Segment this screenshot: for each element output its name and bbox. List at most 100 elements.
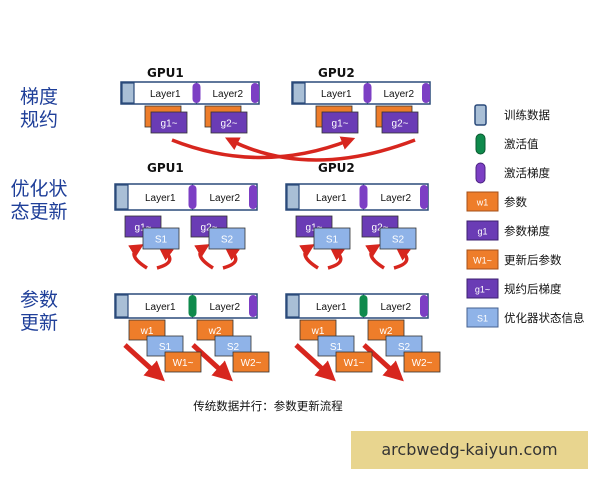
optimizer-state-text: S2: [227, 342, 240, 353]
allreduce-arrow-g2: [224, 137, 416, 162]
param-text: w1: [140, 326, 154, 337]
reduced-grad-text: g2~: [392, 119, 409, 130]
layer1-label: Layer1: [321, 89, 352, 100]
layer2-label: Layer2: [212, 89, 243, 100]
reduced-grad-block: [210, 111, 248, 134]
updated-param-text: W1~: [344, 358, 365, 369]
activation-grad-icon: [251, 83, 259, 103]
stage-label-optimizer-update: 优化状 态更新: [10, 178, 68, 223]
activation-grad-icon: [188, 185, 197, 209]
gpu-model-r2-gpu1: Layer1 Layer2: [114, 183, 258, 211]
update-arrow-right: [393, 246, 411, 270]
layer2-label: Layer2: [209, 302, 240, 313]
allreduce-arrow-g1: [171, 136, 356, 160]
legend-sample-text: g1~: [475, 285, 490, 295]
update-arrow-right: [222, 246, 240, 270]
param-update-arrow: [123, 343, 165, 382]
layer1-label: Layer1: [150, 89, 181, 100]
param-update-arrow: [294, 343, 336, 382]
param-update-arrow: [362, 343, 404, 382]
reduced-grad-text: g2~: [221, 119, 238, 130]
update-arrow-left: [128, 244, 148, 270]
stage-label-param-update: 参数 更新: [19, 289, 58, 334]
gpu-model-r1-gpu1: Layer1 Layer2: [120, 81, 260, 105]
optimizer-state-text: S1: [326, 235, 339, 246]
optimizer-state-block: [208, 227, 246, 250]
legend-label: 更新后参数: [504, 253, 562, 267]
model-frame: [114, 293, 258, 319]
param-block-icon: w1: [466, 191, 499, 212]
gpu-title-gpu1-row2: GPU1: [147, 161, 184, 175]
updated-param-block-icon: W1~: [466, 249, 499, 270]
reduced-grad-text: g1~: [332, 119, 349, 130]
stage-label-gradient-reduce: 梯度 规约: [19, 86, 58, 131]
data-block-icon: [115, 294, 129, 318]
activation-grad-icon: [420, 295, 428, 317]
legend-label: 训练数据: [504, 108, 550, 122]
legend-label: 参数: [504, 195, 527, 209]
param-update-arrow: [191, 343, 233, 382]
reduced-grad-block: [321, 111, 359, 134]
data-block-icon: [474, 104, 487, 126]
legend-label: 参数梯度: [504, 224, 550, 238]
updated-param-text: W1~: [173, 358, 194, 369]
legend-item-data: 训练数据: [466, 104, 600, 126]
update-arrow-right: [156, 246, 174, 270]
gpu-title-gpu2-row1: GPU2: [318, 66, 355, 80]
reduced-grad-block-icon: g1~: [466, 278, 499, 299]
updated-param-text: W2~: [241, 358, 262, 369]
optimizer-state-block-icon: S1: [466, 307, 499, 328]
activation-grad-icon: [363, 83, 372, 103]
optimizer-state-text: S2: [221, 235, 234, 246]
legend-item-param: w1 参数: [466, 191, 600, 212]
updated-param-text: W2~: [412, 358, 433, 369]
legend-item-param-grad: g1 参数梯度: [466, 220, 600, 241]
param-text: w1: [311, 326, 325, 337]
optimizer-state-text: S2: [398, 342, 411, 353]
activation-grad-icon: [422, 83, 430, 103]
optimizer-state-text: S1: [159, 342, 172, 353]
model-frame: [285, 293, 429, 319]
legend-sample-text: w1: [476, 198, 489, 208]
data-block-icon: [115, 184, 129, 210]
legend-item-updated-param: W1~ 更新后参数: [466, 249, 600, 270]
activation-icon: [359, 295, 368, 317]
layer1-label: Layer1: [145, 193, 176, 204]
data-block-icon: [121, 82, 135, 104]
legend-label: 激活值: [504, 137, 539, 151]
optimizer-state-text: S1: [330, 342, 343, 353]
activation-grad-icon: [249, 295, 257, 317]
param-text: w2: [379, 326, 393, 337]
optimizer-state-block: [379, 227, 417, 250]
legend-sample-text: g1: [477, 227, 487, 237]
gpu-title-gpu1-row1: GPU1: [147, 66, 184, 80]
layer2-label: Layer2: [209, 193, 240, 204]
legend-label: 优化器状态信息: [504, 311, 585, 325]
layer1-label: Layer1: [145, 302, 176, 313]
param-text: w2: [208, 326, 222, 337]
param-grad-block-icon: g1: [466, 220, 499, 241]
legend-sample-text: S1: [477, 314, 488, 324]
optimizer-state-text: S2: [392, 235, 405, 246]
activation-grad-icon: [475, 162, 486, 184]
updated-param-block: [403, 351, 441, 373]
activation-icon: [475, 133, 486, 155]
gpu-title-gpu2-row2: GPU2: [318, 161, 355, 175]
activation-grad-icon: [420, 185, 428, 209]
optimizer-state-block: [313, 227, 351, 250]
optimizer-state-text: S1: [155, 235, 168, 246]
data-block-icon: [292, 82, 306, 104]
legend-item-optimizer-state: S1 优化器状态信息: [466, 307, 600, 328]
update-arrow-right: [327, 246, 345, 270]
updated-param-block: [164, 351, 202, 373]
reduced-grad-block: [150, 111, 188, 134]
reduced-grad-text: g1~: [161, 119, 178, 130]
legend-item-activation: 激活值: [466, 133, 600, 155]
data-block-icon: [286, 294, 300, 318]
layer2-label: Layer2: [380, 193, 411, 204]
legend-sample-text: W1~: [473, 256, 492, 266]
watermark: arcbwedg-kaiyun.com: [351, 431, 588, 469]
